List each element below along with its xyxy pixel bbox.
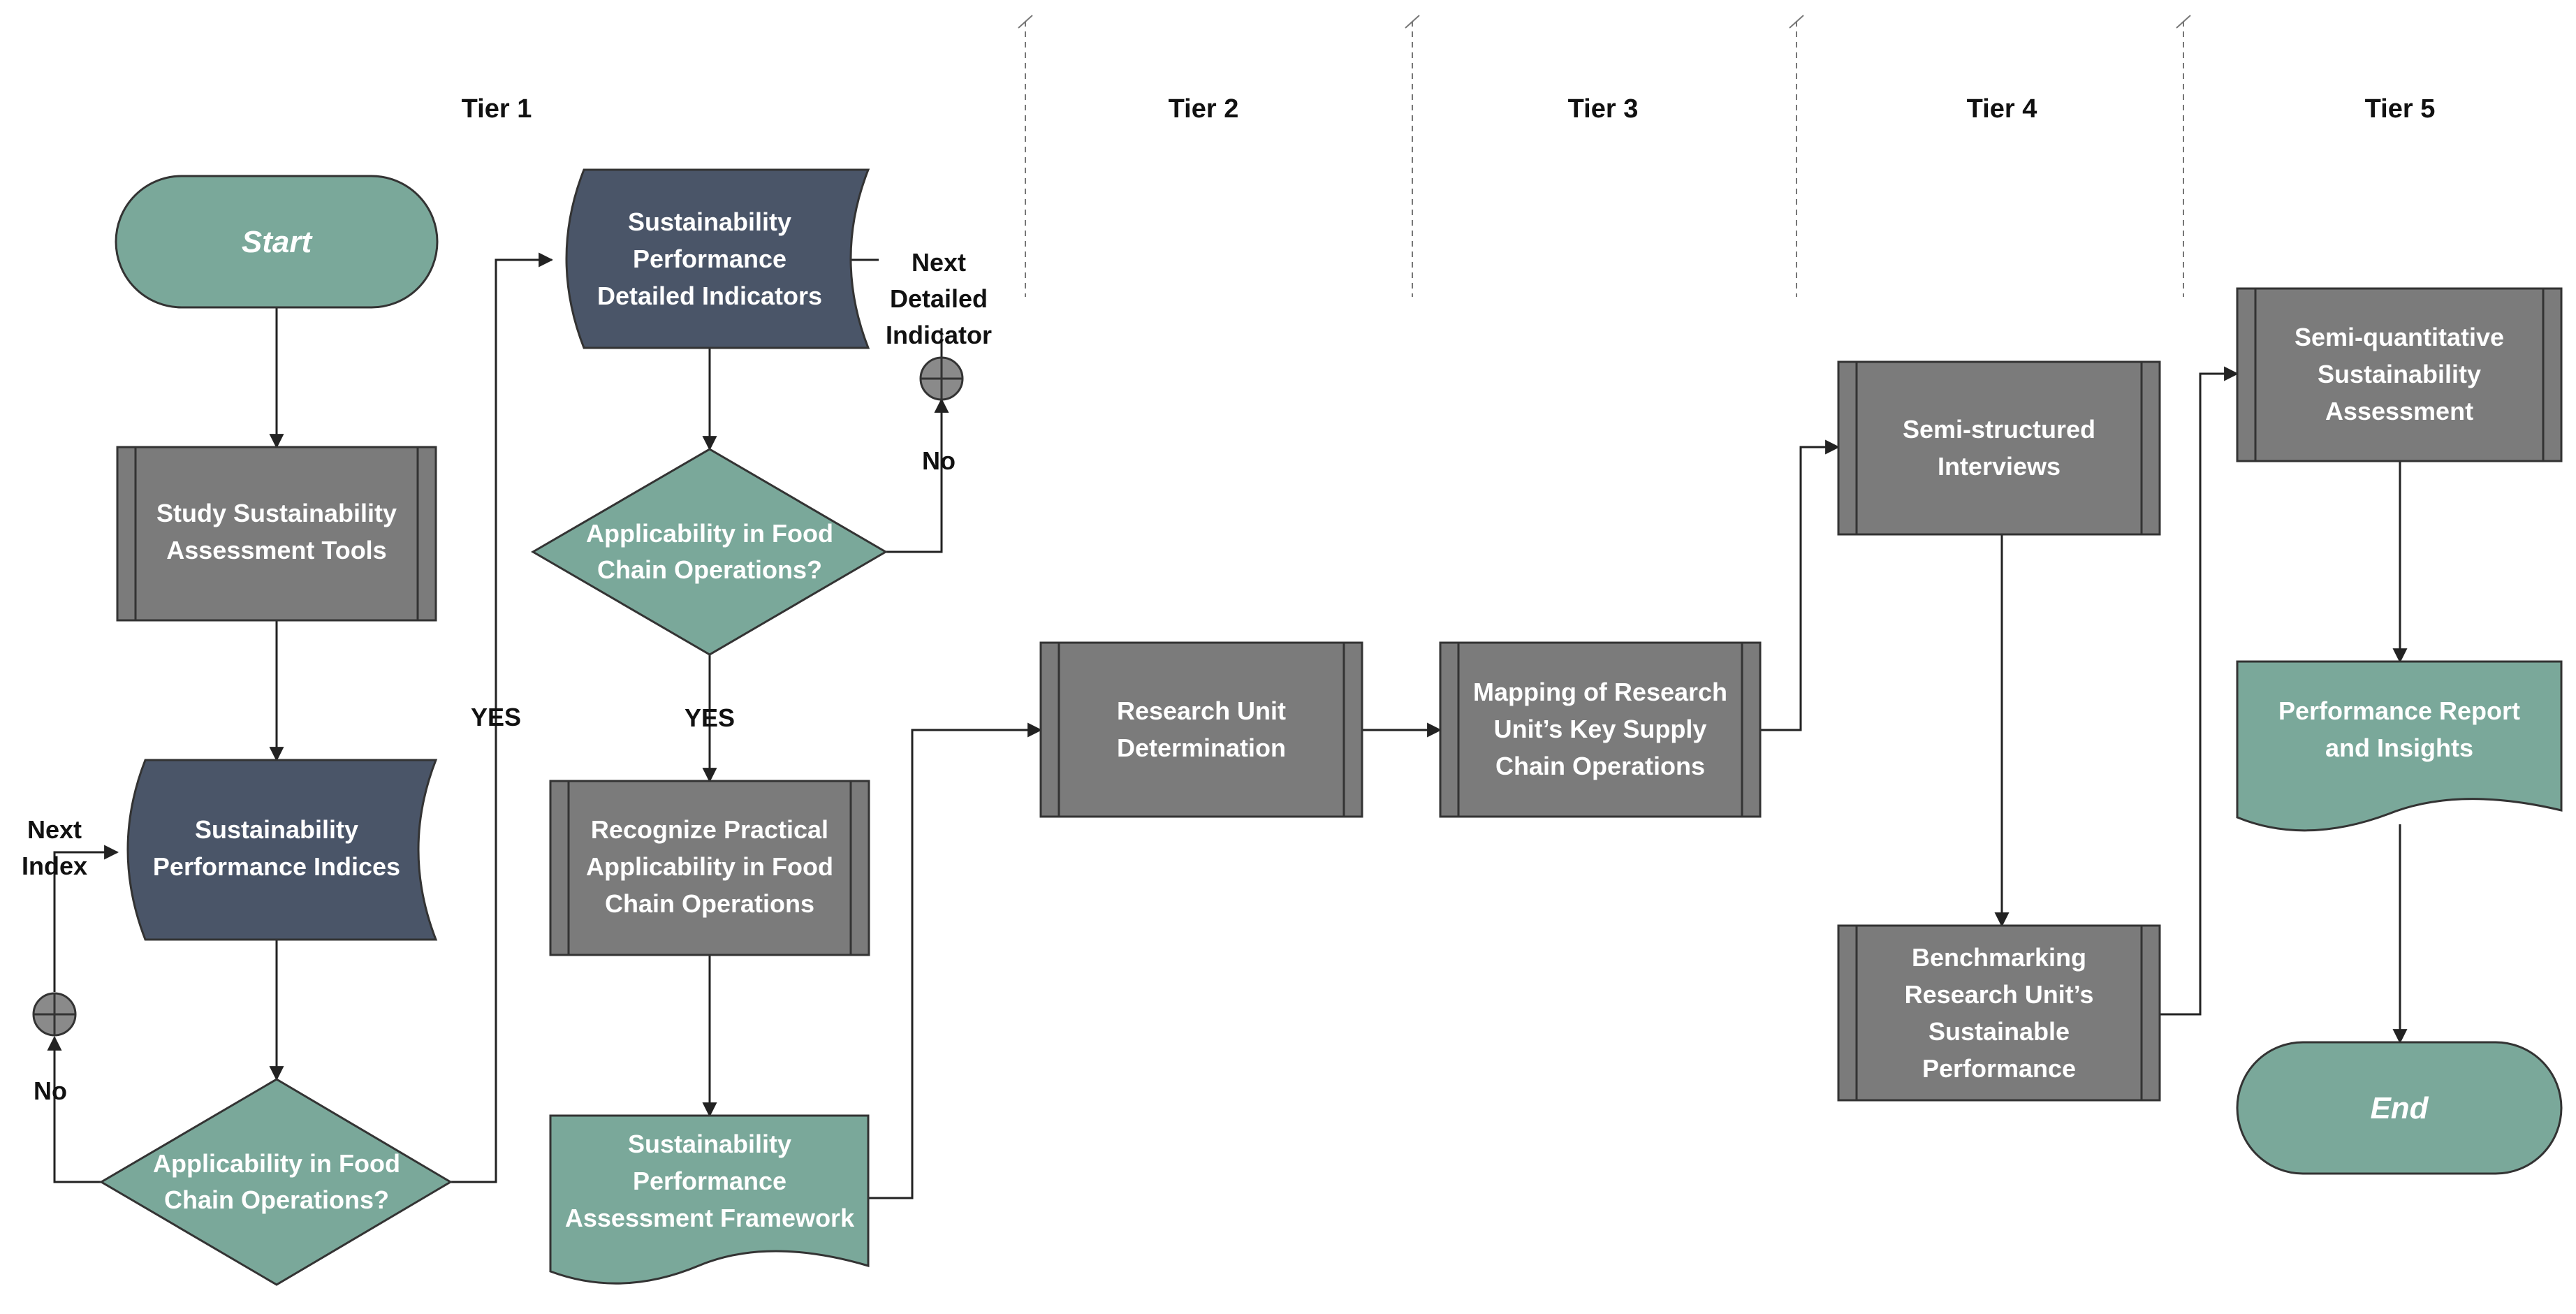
- svg-text:Performance: Performance: [1922, 1054, 2076, 1083]
- edge-decision1-yes: [451, 252, 554, 1183]
- svg-text:Mapping of Research: Mapping of Research: [1473, 678, 1727, 706]
- svg-text:Performance: Performance: [633, 1167, 786, 1195]
- document-assessment-framework: Sustainability Performance Assessment Fr…: [549, 1114, 870, 1285]
- process-study-tools: Study Sustainability Assessment Tools: [116, 446, 437, 622]
- svg-text:Recognize Practical: Recognize Practical: [591, 815, 828, 844]
- svg-text:Chain Operations: Chain Operations: [605, 889, 814, 918]
- svg-text:Sustainability: Sustainability: [628, 207, 791, 236]
- svg-text:Assessment: Assessment: [2325, 397, 2473, 425]
- tier-4-label: Tier 4: [1967, 94, 2037, 124]
- process-research-unit: Research Unit Determination: [1039, 641, 1363, 818]
- svg-text:Semi-structured: Semi-structured: [1903, 415, 2095, 444]
- tier-dividers: [1018, 15, 2191, 297]
- edge-benchmark-semiquant: [2160, 366, 2239, 1016]
- svg-text:Detailed Indicators: Detailed Indicators: [597, 282, 822, 310]
- label-indicator: Indicator: [886, 321, 992, 349]
- decision-applicability-1: Applicability in Food Chain Operations?: [99, 1078, 453, 1286]
- process-semi-quantitative: Semi-quantitative Sustainability Assessm…: [2236, 287, 2563, 462]
- svg-text:Study Sustainability: Study Sustainability: [156, 499, 397, 527]
- edge-framework-research: [868, 722, 1043, 1199]
- end-terminator: End: [2236, 1041, 2563, 1175]
- svg-text:and Insights: and Insights: [2325, 733, 2473, 762]
- label-detailed: Detailed: [890, 284, 988, 313]
- svg-text:Assessment Framework: Assessment Framework: [565, 1204, 855, 1232]
- svg-text:Research Unit’s: Research Unit’s: [1905, 980, 2094, 1009]
- data-detailed-indicators: Sustainability Performance Detailed Indi…: [565, 168, 870, 349]
- label-yes-2: YES: [685, 703, 735, 732]
- junction-next-index: [32, 992, 77, 1037]
- tier-3-label: Tier 3: [1568, 94, 1639, 124]
- tier-headers: Tier 1 Tier 2 Tier 3 Tier 4 Tier 5: [462, 94, 2436, 124]
- svg-text:Sustainability: Sustainability: [628, 1130, 791, 1158]
- svg-text:Sustainability: Sustainability: [195, 815, 358, 844]
- edge-decision1-no: [47, 1035, 101, 1183]
- svg-text:Sustainability: Sustainability: [2318, 360, 2481, 388]
- svg-text:Determination: Determination: [1117, 733, 1286, 762]
- connectors: [47, 252, 2408, 1199]
- svg-text:Benchmarking: Benchmarking: [1912, 943, 2086, 972]
- label-yes-1: YES: [471, 703, 521, 731]
- process-interviews: Semi-structured Interviews: [1837, 360, 2161, 536]
- svg-text:End: End: [2370, 1091, 2429, 1125]
- tier-1-label: Tier 1: [462, 94, 532, 124]
- svg-text:Research Unit: Research Unit: [1117, 696, 1286, 725]
- svg-text:Performance Indices: Performance Indices: [153, 852, 400, 881]
- svg-text:Start: Start: [242, 225, 314, 259]
- label-next: Next: [27, 815, 82, 844]
- label-no-1: No: [34, 1076, 67, 1105]
- svg-text:Performance Report: Performance Report: [2278, 696, 2520, 725]
- data-performance-indices: Sustainability Performance Indices: [126, 759, 438, 941]
- svg-text:Sustainable: Sustainable: [1929, 1017, 2070, 1046]
- label-index: Index: [22, 852, 87, 880]
- junction-next-detailed: [919, 356, 964, 401]
- edge-decision2-no: [886, 397, 949, 553]
- svg-text:Applicability in Food: Applicability in Food: [153, 1149, 400, 1178]
- svg-text:Interviews: Interviews: [1938, 452, 2061, 481]
- edge-labels: Next Index No YES Next Detailed Indicato…: [22, 248, 992, 1105]
- start-terminator: Start: [115, 175, 439, 309]
- svg-text:Applicability in Food: Applicability in Food: [586, 852, 833, 881]
- svg-text:Applicability in Food: Applicability in Food: [586, 519, 833, 548]
- label-no-2: No: [922, 446, 956, 475]
- tier-2-label: Tier 2: [1169, 94, 1239, 124]
- svg-text:Chain Operations?: Chain Operations?: [597, 555, 822, 584]
- process-mapping-operations: Mapping of Research Unit’s Key Supply Ch…: [1439, 641, 1762, 818]
- document-performance-report: Performance Report and Insights: [2236, 660, 2563, 832]
- process-recognize-applicability: Recognize Practical Applicability in Foo…: [549, 780, 870, 956]
- svg-text:Performance: Performance: [633, 244, 786, 273]
- label-next-2: Next: [912, 248, 966, 277]
- svg-text:Assessment Tools: Assessment Tools: [166, 536, 386, 564]
- svg-text:Semi-quantitative: Semi-quantitative: [2295, 323, 2504, 351]
- svg-text:Chain Operations: Chain Operations: [1495, 752, 1705, 780]
- tier-5-label: Tier 5: [2365, 94, 2436, 124]
- edge-next-index: [53, 845, 119, 992]
- svg-text:Unit’s Key Supply: Unit’s Key Supply: [1494, 715, 1707, 743]
- edge-mapping-interviews: [1760, 439, 1840, 731]
- decision-applicability-2: Applicability in Food Chain Operations?: [531, 448, 888, 656]
- svg-text:Chain Operations?: Chain Operations?: [164, 1185, 389, 1214]
- process-benchmarking: Benchmarking Research Unit’s Sustainable…: [1837, 924, 2161, 1102]
